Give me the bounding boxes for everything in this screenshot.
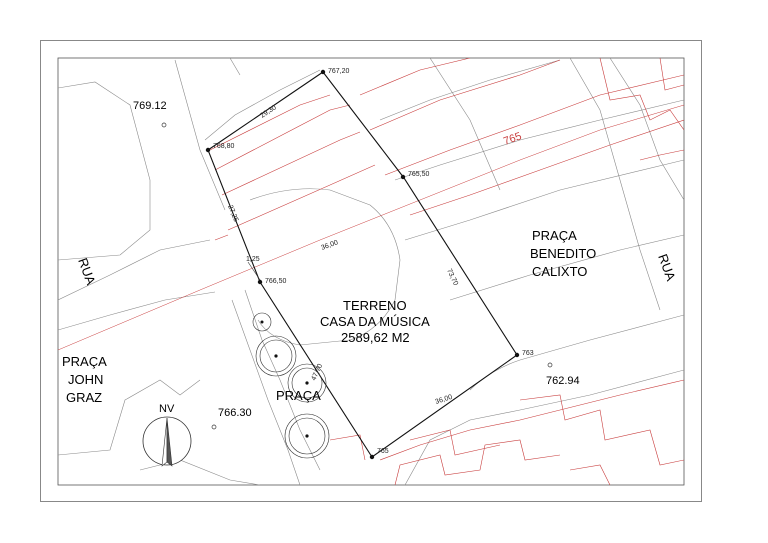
title-line1: TERRENO [343, 298, 407, 313]
praca-john-line2: JOHN [68, 372, 103, 387]
trees [252, 312, 330, 459]
contour-line [58, 104, 684, 351]
spot-elev-se: 762.94 [546, 375, 580, 387]
praca-john-line3: GRAZ [66, 390, 102, 405]
praca-benedito-line3: CALIXTO [532, 264, 587, 279]
spot-elev-nw: 769.12 [133, 100, 167, 112]
elev-left: 768,80 [213, 143, 235, 150]
elev-bottom: 765 [377, 448, 389, 455]
dim-left-edge: 27,25 [226, 204, 239, 223]
contour-label: 765 [502, 130, 523, 148]
dim-right-edge: 73,70 [445, 268, 459, 287]
dim-offset: 1,25 [246, 256, 260, 263]
north-label: NV [159, 403, 175, 415]
dim-bottom-edge: 36,00 [434, 394, 453, 406]
spot-elev-sw: 766.30 [218, 407, 252, 419]
lot-lines [209, 58, 684, 485]
site-boundary [207, 71, 518, 458]
elev-right-low: 763 [522, 350, 534, 357]
praca-benedito-line2: BENEDITO [530, 246, 596, 261]
dim-interior: 36,00 [320, 239, 339, 252]
title-line2: CASA DA MÚSICA [320, 314, 430, 329]
praca-john-line1: PRAÇA [62, 354, 107, 369]
north-arrow [142, 416, 192, 467]
vertex-markers [205, 69, 520, 460]
street-lines [58, 58, 684, 485]
praca-benedito-line1: PRAÇA [532, 228, 577, 243]
title-line3: 2589,62 M2 [341, 330, 410, 345]
rua-left: RUA [75, 256, 99, 287]
spot-markers [161, 122, 553, 430]
elev-top: 767,20 [328, 68, 350, 75]
praca-label: PRAÇA [276, 388, 321, 403]
elev-right-mid: 765,50 [408, 171, 430, 178]
rua-right: RUA [655, 252, 679, 283]
drawing-border [57, 57, 685, 486]
elev-left-mid: 766,50 [265, 278, 287, 285]
